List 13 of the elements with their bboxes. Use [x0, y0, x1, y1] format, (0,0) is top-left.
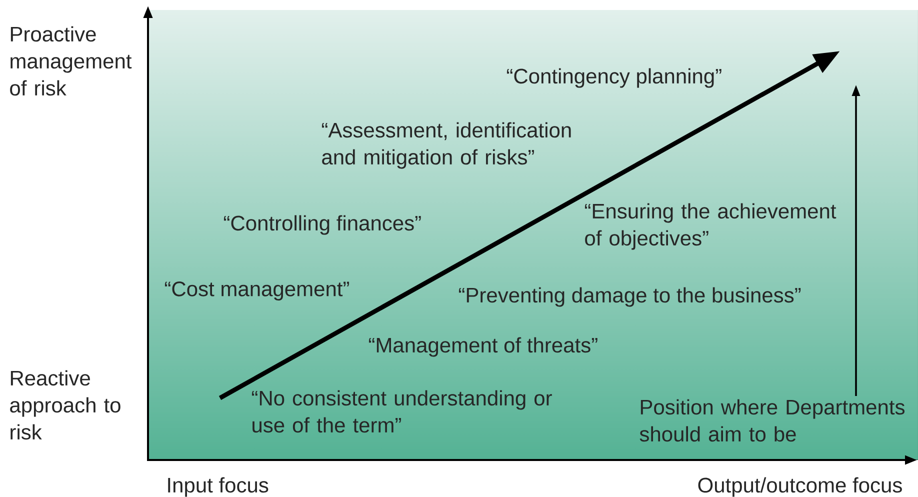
label: “Controlling finances” — [224, 215, 421, 235]
label: Proactive management of risk — [10, 26, 132, 96]
label: Reactive approach to risk — [10, 370, 120, 440]
label: “Cost management” — [164, 281, 349, 300]
label: “Ensuring the achievement of objectives” — [584, 203, 836, 250]
label: Input focus — [168, 477, 268, 497]
label: “Management of threats” — [368, 337, 598, 357]
label: “Contingency planning” — [506, 68, 722, 88]
label: “Preventing damage to the business” — [458, 287, 801, 307]
label: Position where Departments should aim to be — [640, 399, 904, 442]
label: “No consistent understanding or use of the term” — [252, 390, 552, 433]
label: Output/outcome focus — [698, 477, 902, 497]
label: “Assessment, identification and mitigation of risks” — [322, 122, 571, 169]
